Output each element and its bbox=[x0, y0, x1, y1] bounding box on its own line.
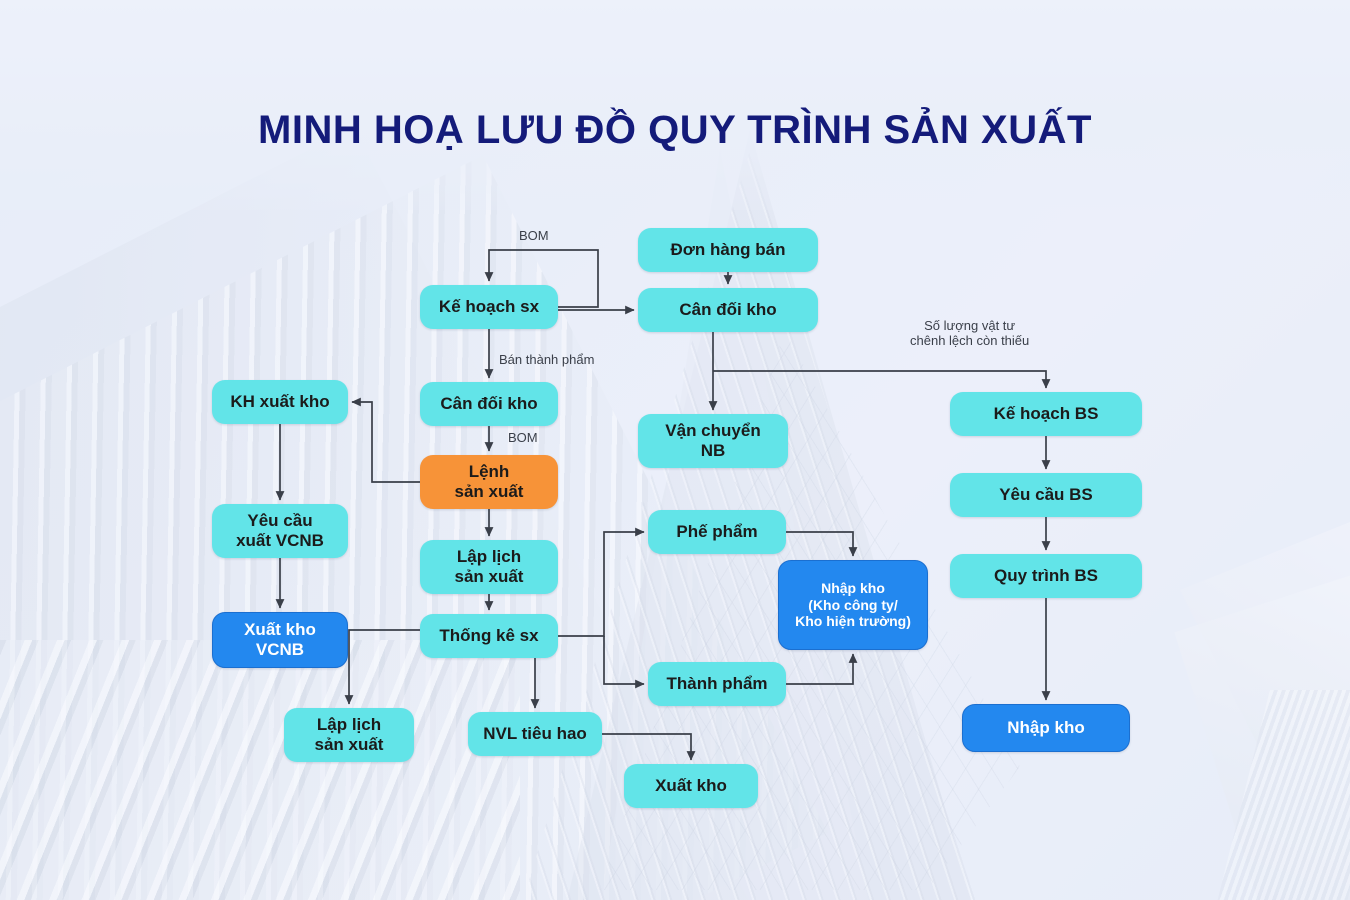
node-label-line: NVL tiêu hao bbox=[483, 723, 587, 743]
node-label-line: (Kho công ty/ bbox=[808, 596, 898, 613]
node-label-line: Nhập kho bbox=[821, 580, 885, 597]
node-label-line: xuất VCNB bbox=[236, 531, 324, 550]
edge-label-bom_mid: BOM bbox=[508, 430, 538, 445]
node-label-line: Yêu cầu BS bbox=[999, 484, 1093, 504]
node-can_doi_kho_2[interactable]: Cân đối kho bbox=[420, 382, 558, 426]
node-label-line: VCNB bbox=[255, 640, 305, 659]
node-nhap_kho[interactable]: Nhập kho bbox=[962, 704, 1130, 752]
node-label-line: Kế hoạch BS bbox=[993, 403, 1099, 423]
node-label-line: KH xuất kho bbox=[230, 391, 330, 411]
node-label-line: Lập lịch bbox=[456, 546, 522, 566]
node-xuat_kho[interactable]: Xuất kho bbox=[624, 764, 758, 808]
edge-nvl-xuatkho bbox=[602, 733, 696, 761]
node-label-line: NB bbox=[700, 441, 726, 460]
edge-label-ban_thanh_pham: Bán thành phẩm bbox=[499, 352, 595, 367]
node-label-line: Xuất kho bbox=[655, 775, 727, 795]
node-phe_pham[interactable]: Phế phẩm bbox=[648, 510, 786, 554]
node-label-line: Kho hiện trường) bbox=[795, 613, 911, 630]
edge-phepham-nhapkhocty bbox=[786, 531, 858, 557]
node-ke_hoach_sx[interactable]: Kế hoạch sx bbox=[420, 285, 558, 329]
node-label-line: Yêu cầu bbox=[247, 510, 313, 530]
node-label-line: Cân đối kho bbox=[440, 393, 538, 413]
node-can_doi_kho_1[interactable]: Cân đối kho bbox=[638, 288, 818, 332]
node-label-line: sản xuất bbox=[454, 482, 524, 501]
edge-thongke-phepham bbox=[558, 527, 645, 637]
node-don_hang_ban[interactable]: Đơn hàng bán bbox=[638, 228, 818, 272]
node-label-line: Xuất kho bbox=[244, 619, 316, 639]
edge-candoi1-kehoachbs bbox=[713, 370, 1051, 389]
node-label-line: Thành phẩm bbox=[666, 673, 768, 693]
page-title: MINH HOẠ LƯU ĐỒ QUY TRÌNH SẢN XUẤT bbox=[258, 108, 1092, 152]
node-label-line: sản xuất bbox=[314, 735, 384, 754]
node-label-line: Cân đối kho bbox=[679, 299, 777, 319]
edge-thanhpham-nhapkhocty bbox=[786, 653, 858, 685]
node-label-line: Lệnh bbox=[468, 461, 510, 481]
node-ke_hoach_bs[interactable]: Kế hoạch BS bbox=[950, 392, 1142, 436]
lower-left-slats bbox=[0, 640, 520, 900]
node-label-line: Lập lịch bbox=[316, 714, 382, 734]
node-label-line: Thống kê sx bbox=[439, 625, 539, 645]
edge-label-bom_top: BOM bbox=[519, 228, 549, 243]
node-kh_xuat_kho[interactable]: KH xuất kho bbox=[212, 380, 348, 424]
node-quy_trinh_bs[interactable]: Quy trình BS bbox=[950, 554, 1142, 598]
node-label-line: Phế phẩm bbox=[676, 521, 758, 541]
edge-thongke-laplich2 bbox=[344, 629, 420, 705]
node-nvl_tieu_hao[interactable]: NVL tiêu hao bbox=[468, 712, 602, 756]
edge-lenh-khxuatkho bbox=[351, 397, 420, 483]
node-label-line: Nhập kho bbox=[1007, 717, 1085, 737]
edge-thongke-thanhpham bbox=[603, 636, 645, 689]
node-label-line: Kế hoạch sx bbox=[438, 296, 540, 316]
node-nhap_kho_cty[interactable]: Nhập kho(Kho công ty/Kho hiện trường) bbox=[778, 560, 928, 650]
node-label-line: Vận chuyển bbox=[665, 420, 761, 440]
node-label-line: Đơn hàng bán bbox=[670, 239, 786, 259]
node-label-line: Quy trình BS bbox=[994, 565, 1098, 585]
edge-label-so_luong_vat_tu: Số lượng vật tư chênh lệch còn thiếu bbox=[910, 318, 1030, 348]
node-thanh_pham[interactable]: Thành phẩm bbox=[648, 662, 786, 706]
node-label-line: sản xuất bbox=[454, 567, 524, 586]
top-sky-wash bbox=[0, 0, 1350, 210]
node-yeu_cau_bs[interactable]: Yêu cầu BS bbox=[950, 473, 1142, 517]
node-thong_ke_sx[interactable]: Thống kê sx bbox=[420, 614, 558, 658]
